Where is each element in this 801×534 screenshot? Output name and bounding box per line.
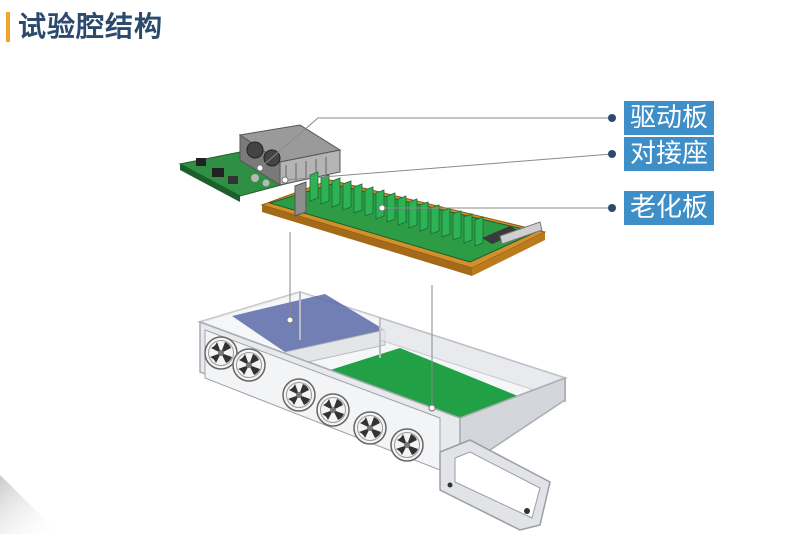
callout-anchor-dots [256, 164, 436, 412]
callout-lines [259, 117, 613, 408]
label-driver-board: 驱动板 [624, 101, 715, 135]
page-title: 试验腔结构 [18, 10, 164, 43]
driver-board-zone [232, 294, 385, 352]
fan-icon [390, 428, 424, 462]
fan-icon [232, 348, 266, 382]
fan-icon [204, 336, 238, 370]
callout-dots [608, 114, 616, 212]
fan-icon [316, 393, 350, 427]
board-assembly [178, 124, 547, 276]
label-connector: 对接座 [624, 137, 715, 171]
title-accent-bar [6, 12, 10, 42]
fan-icon [282, 378, 316, 412]
fan-icon [353, 411, 387, 445]
corner-decoration [0, 475, 60, 534]
test-chamber [196, 290, 569, 531]
label-burnin-board: 老化板 [624, 191, 715, 225]
connector-row [309, 171, 484, 247]
